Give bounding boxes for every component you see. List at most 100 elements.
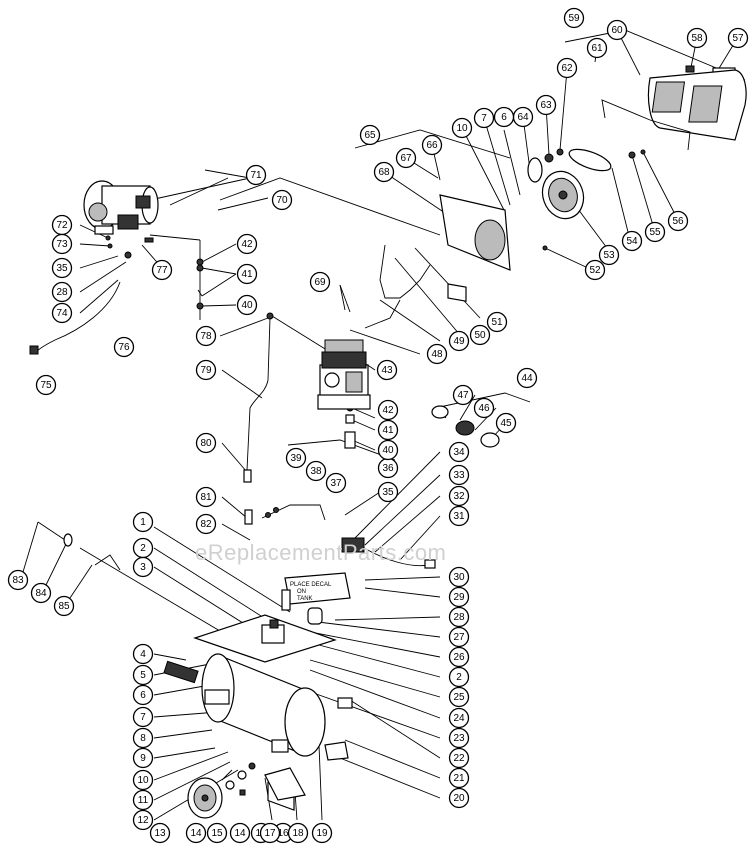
callout-label: 37 [330, 478, 342, 489]
callout-68: 68 [373, 161, 395, 183]
decal-text-line-1: PLACE DECAL [290, 582, 332, 588]
callout-circle [51, 233, 73, 255]
callout-label: 14 [190, 828, 202, 839]
callout-31: 31 [448, 505, 470, 527]
callout-circle [7, 569, 29, 591]
callout-67: 67 [395, 147, 417, 169]
callout-39: 39 [285, 447, 307, 469]
callout-label: 54 [626, 236, 638, 247]
callout-label: 42 [241, 239, 253, 250]
callout-label: 6 [140, 690, 146, 701]
callout-label: 55 [649, 227, 661, 238]
callout-62: 62 [556, 57, 578, 79]
callout-circle [448, 485, 470, 507]
callout-label: 20 [453, 793, 465, 804]
callout-circle [598, 244, 620, 266]
wheel-assembly [187, 762, 306, 819]
discharge-tube [246, 317, 271, 471]
callout-56: 56 [667, 210, 689, 232]
callout-circle [377, 399, 399, 421]
callout-circle [584, 259, 606, 281]
callout-circle [132, 664, 154, 686]
callout-22: 22 [448, 747, 470, 769]
callout-label: 16 [277, 828, 289, 839]
callout-circle [309, 271, 331, 293]
callout-circle [448, 606, 470, 628]
callout-circle [285, 447, 307, 469]
callout-circle [452, 384, 474, 406]
callout-circle [30, 582, 52, 604]
callout-circle [395, 147, 417, 169]
callout-83: 83 [7, 569, 29, 591]
callout-label: 61 [591, 43, 603, 54]
callout-circle [236, 263, 258, 285]
callout-2: 2 [448, 666, 470, 688]
callout-circle [51, 281, 73, 303]
callout-47: 47 [452, 384, 474, 406]
callout-layer: 1234567891011121314151415161718192021222… [7, 7, 749, 844]
callout-label: 5 [140, 670, 146, 681]
callout-6: 6 [493, 106, 515, 128]
callout-25: 25 [448, 686, 470, 708]
callout-66: 66 [421, 134, 443, 156]
callout-circle [448, 787, 470, 809]
callout-label: 47 [457, 390, 469, 401]
decal-text-line-3: TANK [297, 596, 313, 602]
callout-74: 74 [51, 302, 73, 324]
air-filters [431, 405, 500, 448]
callout-circle [236, 294, 258, 316]
callout-circle [556, 57, 578, 79]
callout-circle [448, 441, 470, 463]
callout-label: 33 [453, 470, 465, 481]
callout-84: 84 [30, 582, 52, 604]
callout-64: 64 [512, 106, 534, 128]
callout-label: 64 [517, 112, 529, 123]
callout-circle [132, 809, 154, 831]
callout-circle [259, 822, 281, 844]
callout-34: 34 [448, 441, 470, 463]
handle-hardware [37, 521, 121, 571]
callout-circle [195, 325, 217, 347]
air-tank [163, 589, 353, 811]
callout-label: 67 [400, 153, 412, 164]
callout-circle [586, 37, 608, 59]
callout-circle [305, 460, 327, 482]
callout-circle [229, 822, 251, 844]
callout-11: 11 [132, 789, 154, 811]
callout-circle [563, 7, 585, 29]
callout-51: 51 [486, 311, 508, 333]
callout-45: 45 [495, 412, 517, 434]
callout-label: 58 [691, 33, 703, 44]
callout-41: 41 [377, 419, 399, 441]
callout-33: 33 [448, 464, 470, 486]
callout-7: 7 [473, 107, 495, 129]
callout-circle [195, 513, 217, 535]
outlet-tube [379, 244, 431, 299]
callout-82: 82 [195, 513, 217, 535]
callout-circle [448, 767, 470, 789]
callout-label: 80 [200, 438, 212, 449]
callout-30: 30 [448, 566, 470, 588]
callout-label: 31 [453, 511, 465, 522]
callout-20: 20 [448, 787, 470, 809]
callout-label: 78 [200, 331, 212, 342]
callout-circle [132, 706, 154, 728]
callout-label: 85 [58, 601, 70, 612]
callout-circle [448, 586, 470, 608]
callout-23: 23 [448, 727, 470, 749]
callout-circle [448, 646, 470, 668]
callout-label: 41 [382, 425, 394, 436]
callout-label: 50 [474, 330, 486, 341]
callout-circle [451, 117, 473, 139]
callout-circle [132, 769, 154, 791]
callout-36: 36 [377, 457, 399, 479]
callout-circle [473, 107, 495, 129]
callout-80: 80 [195, 432, 217, 454]
callout-circle [535, 94, 557, 116]
callout-label: 39 [290, 453, 302, 464]
callout-circle [667, 210, 689, 232]
callout-circle [448, 330, 470, 352]
callout-circle [686, 27, 708, 49]
callout-circle [132, 556, 154, 578]
